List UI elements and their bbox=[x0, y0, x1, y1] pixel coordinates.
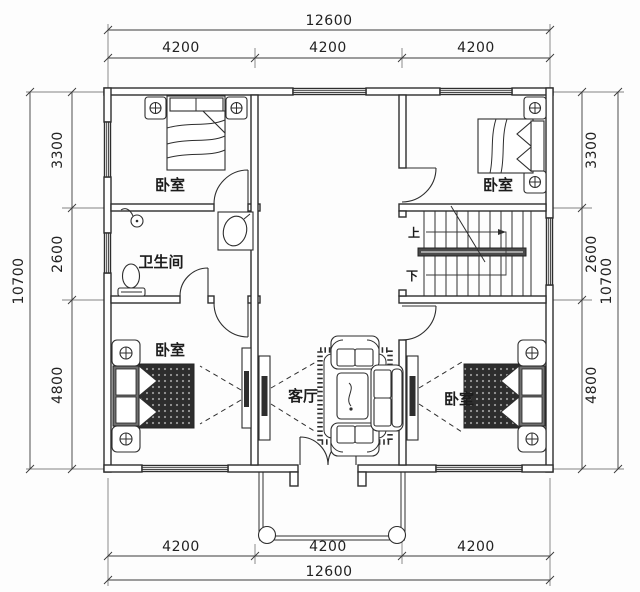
entry-porch bbox=[257, 472, 407, 545]
window-right-stairs bbox=[545, 217, 554, 286]
window-left-bedroom bbox=[103, 121, 112, 178]
dim-right-seg1: 3300 bbox=[584, 131, 600, 169]
bed-pillow-triangles bbox=[500, 364, 520, 429]
door-bedroom-top-right bbox=[401, 167, 437, 203]
tv-cabinet-bedroom-left bbox=[199, 347, 252, 429]
stair-walk-line bbox=[426, 231, 507, 276]
dim-bottom-seg3: 4200 bbox=[457, 539, 495, 555]
door-bathroom bbox=[179, 267, 209, 297]
dim-right-total: 10700 bbox=[599, 257, 615, 304]
sofa-bottom bbox=[330, 422, 380, 457]
sofa-right bbox=[370, 364, 404, 432]
entry-jamb-right bbox=[357, 471, 367, 487]
bed-pillow-triangles bbox=[138, 364, 158, 429]
room-label-bedroom-bl: 卧室 bbox=[155, 341, 185, 359]
room-label-bathroom: 卫生间 bbox=[138, 253, 183, 271]
door-bedroom-top-left bbox=[213, 169, 249, 205]
window-left-bathroom bbox=[103, 232, 112, 274]
dim-top-total: 12600 bbox=[305, 13, 352, 29]
entry-jamb-left bbox=[289, 471, 299, 487]
bed-bottom-right bbox=[463, 339, 547, 453]
bed-top-right bbox=[477, 96, 547, 194]
coffee-table bbox=[336, 372, 369, 420]
dim-right-seg3: 4800 bbox=[584, 366, 600, 404]
bed-bottom-left bbox=[111, 339, 195, 453]
entry-double-door bbox=[299, 436, 357, 466]
door-bedroom-bottom-left bbox=[213, 302, 249, 338]
bathroom-fixtures bbox=[117, 208, 254, 297]
washbasin bbox=[217, 211, 254, 251]
tv-screen bbox=[409, 376, 416, 416]
dim-top-seg2: 4200 bbox=[309, 40, 347, 56]
tv-cabinet-living-room bbox=[258, 355, 317, 441]
sofa-top bbox=[330, 335, 380, 370]
tv-cabinet-bedroom-right bbox=[406, 355, 463, 441]
dim-top-seg1: 4200 bbox=[162, 40, 200, 56]
dimension-left: 10700 3300 2600 4800 bbox=[11, 87, 77, 474]
dimension-bottom: 4200 4200 4200 12600 bbox=[103, 539, 555, 585]
room-label-living: 客厅 bbox=[287, 387, 318, 405]
dim-bottom-seg1: 4200 bbox=[162, 539, 200, 555]
dim-top-seg3: 4200 bbox=[457, 40, 495, 56]
dim-left-seg1: 3300 bbox=[50, 131, 66, 169]
window-top-hall bbox=[292, 87, 367, 96]
dim-left-seg3: 4800 bbox=[50, 366, 66, 404]
door-bedroom-bottom-right bbox=[401, 305, 437, 341]
tv-screen bbox=[261, 376, 268, 416]
window-top-right-bedroom bbox=[439, 87, 513, 96]
doors bbox=[179, 167, 437, 466]
living-room-sofa-set bbox=[317, 335, 404, 457]
bed-pillows bbox=[530, 120, 545, 172]
staircase: 上 下 bbox=[406, 205, 532, 296]
bed-top-left bbox=[144, 95, 248, 171]
dim-bottom-total: 12600 bbox=[305, 564, 352, 580]
dim-bottom-seg2: 4200 bbox=[309, 539, 347, 555]
toilet bbox=[117, 263, 146, 297]
windows bbox=[103, 87, 554, 473]
dim-right-seg2: 2600 bbox=[584, 235, 600, 273]
dim-left-total: 10700 bbox=[11, 257, 27, 304]
tv-screen bbox=[244, 371, 249, 407]
porch-column-right bbox=[387, 525, 407, 545]
stair-up-label: 上 bbox=[408, 225, 420, 240]
window-bottom-left-bedroom bbox=[141, 464, 229, 473]
porch-column-left bbox=[257, 525, 277, 545]
dimension-extension-lines bbox=[26, 24, 624, 586]
window-bottom-right-bedroom bbox=[435, 464, 523, 473]
dimension-right: 3300 2600 4800 10700 bbox=[577, 87, 623, 474]
shower-symbol bbox=[120, 208, 144, 228]
dim-left-seg2: 2600 bbox=[50, 235, 66, 273]
blanket-fold bbox=[201, 110, 226, 135]
room-label-bedroom-tr: 卧室 bbox=[483, 176, 513, 194]
dimension-top: 12600 4200 4200 4200 bbox=[103, 13, 555, 63]
stair-down-label: 下 bbox=[406, 269, 418, 283]
stair-break-line bbox=[450, 205, 486, 263]
room-label-bedroom-tl: 卧室 bbox=[155, 176, 185, 194]
room-label-bedroom-br: 卧室 bbox=[444, 390, 474, 408]
